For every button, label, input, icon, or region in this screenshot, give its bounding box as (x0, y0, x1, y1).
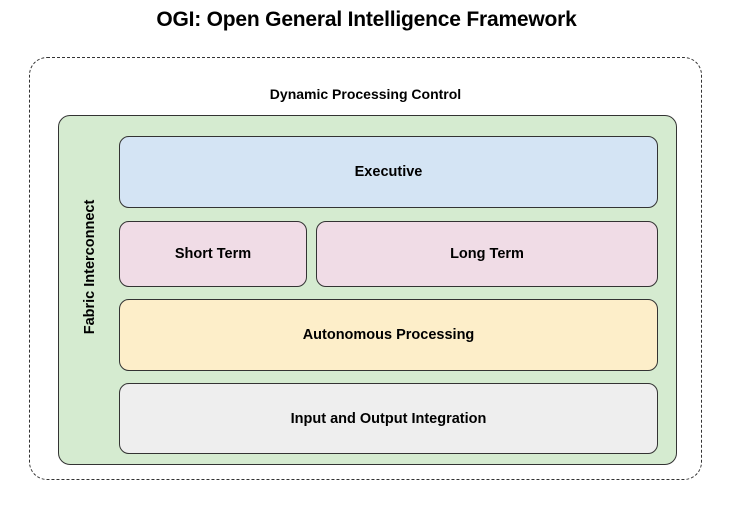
module-box-short-term: Short Term (119, 221, 307, 287)
fabric-interconnect-panel: Fabric Interconnect Executive Short Term… (58, 115, 677, 465)
module-label-autonomous-processing: Autonomous Processing (302, 327, 475, 343)
page-title: OGI: Open General Intelligence Framework (156, 8, 577, 31)
module-label-input-output-integration: Input and Output Integration (290, 410, 487, 427)
module-box-long-term: Long Term (316, 221, 658, 287)
module-label-long-term: Long Term (450, 246, 524, 262)
module-box-autonomous-processing: Autonomous Processing (119, 299, 658, 371)
module-box-executive: Executive (119, 136, 658, 208)
fabric-interconnect-label: Fabric Interconnect (82, 199, 98, 335)
module-label-short-term: Short Term (174, 246, 252, 262)
outer-container-label: Dynamic Processing Control (269, 86, 462, 102)
module-box-input-output-integration: Input and Output Integration (119, 383, 658, 454)
outer-dashed-container-dynamic-processing-control (29, 57, 702, 480)
module-label-executive: Executive (354, 164, 423, 180)
